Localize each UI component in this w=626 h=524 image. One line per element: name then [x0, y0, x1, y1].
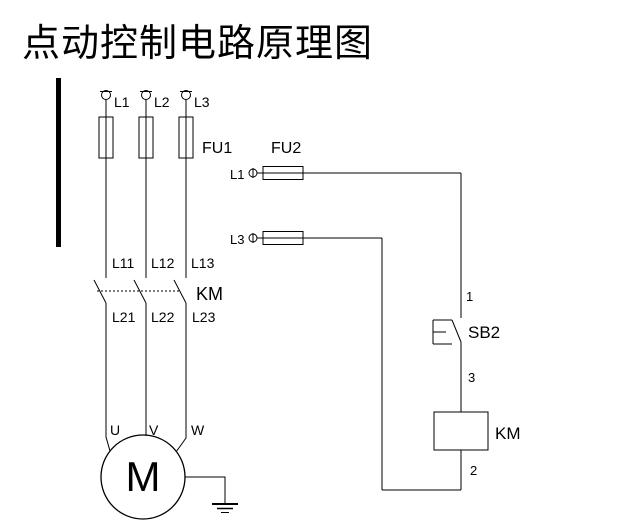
control-tap-l3: L3	[230, 231, 382, 247]
upper-terminal-label: L13	[191, 255, 215, 271]
phase-label: L3	[194, 94, 210, 110]
control-fuse-group-label: FU2	[271, 140, 301, 157]
phase-terminal-l2: L2	[140, 90, 170, 110]
contactor-label: KM	[196, 284, 223, 304]
page-title: 点动控制电路原理图	[22, 23, 373, 65]
upper-terminal-label: L11	[112, 255, 135, 271]
sb2-pushbutton: SB2	[432, 319, 500, 345]
main-fuses-fu1: FU1	[98, 116, 232, 159]
ground-icon	[212, 503, 238, 513]
fuse-icon	[262, 231, 304, 245]
lower-terminal-label: L21	[112, 309, 136, 325]
contact-blade-icon	[173, 279, 187, 304]
km-main-contacts: L11 L12 L13 KM L21 L22 L23	[93, 255, 223, 325]
tap-label: L1	[230, 167, 244, 182]
motor-feed-wires	[105, 303, 187, 453]
wire	[105, 303, 111, 452]
button-label: SB2	[468, 323, 500, 342]
node-number: 1	[466, 289, 473, 304]
supply-wires	[105, 99, 187, 278]
contact-blade-icon	[93, 279, 107, 304]
node-number: 3	[468, 370, 475, 385]
fuse-icon	[138, 116, 154, 159]
fuse-icon	[262, 166, 304, 180]
fuse-group-label: FU1	[202, 140, 232, 157]
lower-terminal-label: L22	[151, 309, 175, 325]
ground-branch	[185, 476, 238, 513]
phase-terminal-l1: L1	[100, 90, 130, 110]
fuse-icon	[178, 116, 194, 159]
fuse-icon	[98, 116, 114, 159]
lower-terminal-label: L23	[192, 309, 216, 325]
motor-terminal-label: W	[191, 422, 205, 438]
control-tap-l1: L1	[230, 166, 461, 182]
left-border-bar	[56, 78, 61, 247]
motor-symbol: U V W M	[100, 422, 205, 520]
motor-label: M	[126, 453, 161, 500]
coil-box-icon	[433, 411, 489, 451]
coil-label: KM	[495, 424, 521, 443]
node-number: 2	[470, 463, 477, 478]
contact-blade-icon	[451, 319, 462, 343]
wire	[175, 303, 187, 453]
wire	[185, 476, 226, 504]
km-coil: KM	[433, 411, 521, 451]
phase-label: L1	[114, 94, 130, 110]
contact-blade-icon	[133, 279, 147, 304]
motor-terminal-label: V	[149, 422, 159, 438]
phase-terminal-l3: L3	[180, 90, 210, 110]
tap-label: L3	[230, 232, 244, 247]
power-circuit: L1 L2 L3 FU1 L11 L12 L13	[93, 90, 238, 520]
control-circuit: FU2 L1 L3 1 SB2 3	[230, 140, 521, 491]
motor-terminal-label: U	[110, 422, 120, 438]
upper-terminal-label: L12	[151, 255, 175, 271]
phase-label: L2	[154, 94, 170, 110]
